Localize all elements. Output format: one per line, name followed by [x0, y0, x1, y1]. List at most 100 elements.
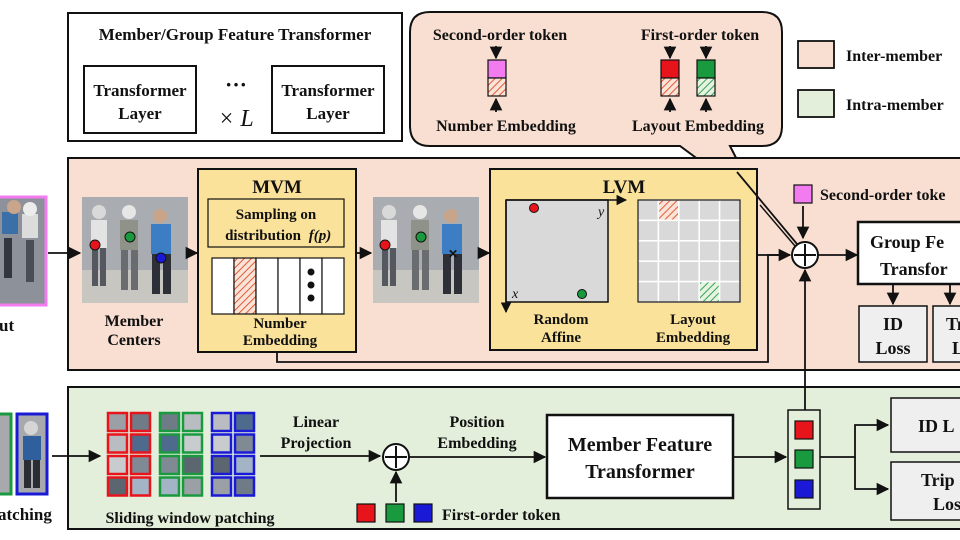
group-triplet-loss-box	[932, 305, 960, 363]
first-order-token-inline-label: First-order token	[442, 507, 560, 524]
transformer-layer-2-label-line2: Layer	[306, 104, 350, 123]
member-transformer-label-line1: Member Feature	[568, 434, 712, 456]
image-patch	[233, 454, 256, 476]
layout-cell	[637, 199, 660, 222]
position-embedding-label-line1: Position	[449, 414, 504, 431]
group-triplet-loss-line2: L	[952, 338, 960, 358]
image-patch	[129, 476, 152, 497]
member-crops	[0, 412, 49, 496]
layout-cell	[657, 280, 680, 303]
member-centers-label-line1: Member	[105, 313, 164, 330]
transformer-layer-box-2	[271, 65, 385, 134]
number-embedding-label: Number Embedding	[436, 118, 576, 135]
group-id-loss-line2: Loss	[875, 338, 910, 358]
intra-member-swatch	[797, 89, 835, 118]
center-dot-green	[124, 231, 136, 243]
layout-cell	[657, 260, 680, 283]
layout-cell	[678, 199, 700, 222]
layout-cell	[698, 199, 721, 222]
image-patch	[129, 411, 152, 433]
inter-member-swatch	[797, 40, 835, 69]
image-patch	[181, 433, 204, 454]
image-patch	[158, 411, 181, 433]
layout-cell	[698, 260, 721, 283]
repeat-l-label: × L	[218, 106, 254, 132]
center-dot-blue	[155, 252, 167, 264]
image-patch	[158, 433, 181, 454]
layout-cell	[678, 280, 700, 303]
number-embedding-strip	[211, 257, 345, 315]
layout-cell	[637, 240, 660, 262]
image-patch	[158, 454, 181, 476]
transformer-layer-2-label-line1: Transformer	[281, 81, 375, 100]
layout-cell	[698, 219, 721, 242]
second-order-token-square-inline	[793, 184, 813, 204]
layout-cell	[718, 219, 741, 242]
sum-operator-icon	[791, 241, 819, 269]
layout-cell	[637, 280, 660, 303]
layout-cell	[718, 240, 741, 262]
image-patch	[210, 411, 233, 433]
layout-cell	[678, 219, 700, 242]
dropped-member-cross-icon: ✕	[448, 247, 458, 261]
first-order-token-label: First-order token	[641, 27, 759, 44]
member-id-loss-box	[890, 397, 960, 453]
sliding-window-label: Sliding window patching	[106, 510, 275, 527]
layout-embedding-label: Layout Embedding	[632, 118, 764, 135]
group-id-loss-line1: ID	[883, 314, 903, 334]
transformer-legend-title: Member/Group Feature Transformer	[99, 25, 372, 44]
group-transformer-label-line2: Transfor	[880, 259, 948, 279]
image-patch	[129, 433, 152, 454]
image-patch	[181, 454, 204, 476]
y-axis-label: y	[596, 205, 605, 220]
random-affine-label-line1: Random	[533, 312, 589, 328]
first-order-token-green-inline	[385, 503, 405, 523]
random-affine-label-line2: Affine	[541, 330, 581, 346]
transformer-layer-box-1	[83, 65, 197, 134]
image-patch	[106, 433, 129, 454]
group-transformer-label-line1: Group Fe	[870, 232, 944, 252]
intra-member-label: Intra-member	[846, 97, 944, 114]
image-patch	[158, 476, 181, 497]
layout-cell	[657, 219, 680, 242]
number-embedding-label-line1: Number	[253, 316, 307, 332]
number-embedding-label-line2: Embedding	[243, 333, 318, 349]
member-triplet-loss-line1: Trip	[921, 470, 955, 490]
transformer-layer-1-label-line1: Transformer	[93, 81, 187, 100]
sampling-box	[207, 198, 345, 248]
lvm-module: LVM y x Random Affine Layout Embedding	[489, 168, 758, 351]
layout-embedding-grid	[637, 199, 741, 303]
member-triplet-loss-line2: Los	[933, 494, 960, 514]
member-id-loss-label: ID L	[918, 416, 955, 436]
layout-cell	[698, 240, 721, 262]
input-label: ut	[0, 316, 14, 335]
layout-cell	[657, 240, 680, 262]
x-axis-label: x	[511, 287, 519, 302]
position-embedding-label-line2: Embedding	[437, 435, 516, 452]
number-embedding-square	[487, 77, 507, 97]
inter-member-label: Inter-member	[846, 48, 942, 65]
layout-cell	[698, 280, 721, 303]
image-patch	[129, 454, 152, 476]
sampled-members-image: ✕	[373, 197, 479, 303]
mvm-module: MVM Sampling on distribution f(p) Number…	[197, 168, 357, 353]
transformer-legend-box: Member/Group Feature Transformer Transfo…	[67, 12, 403, 142]
linear-projection-label-line2: Projection	[281, 435, 352, 452]
random-affine-canvas	[505, 199, 609, 303]
image-patch	[181, 411, 204, 433]
sliding-window-patches	[106, 411, 256, 497]
linear-projection-label-line1: Linear	[293, 414, 339, 431]
transformer-layer-1-label-line2: Layer	[118, 104, 162, 123]
ellipsis: ···	[225, 72, 247, 97]
token-panel: Second-order token Number Embedding Firs…	[409, 11, 783, 206]
group-feature-transformer-box	[856, 220, 960, 286]
image-patch	[106, 411, 129, 433]
image-patch	[210, 433, 233, 454]
second-order-token-square	[487, 59, 507, 79]
patching-label: atching	[0, 505, 52, 524]
member-centers-image	[82, 197, 188, 303]
sampling-label-line2: distribution	[225, 228, 302, 244]
layout-cell	[718, 280, 741, 303]
center-dot-red	[89, 239, 101, 251]
